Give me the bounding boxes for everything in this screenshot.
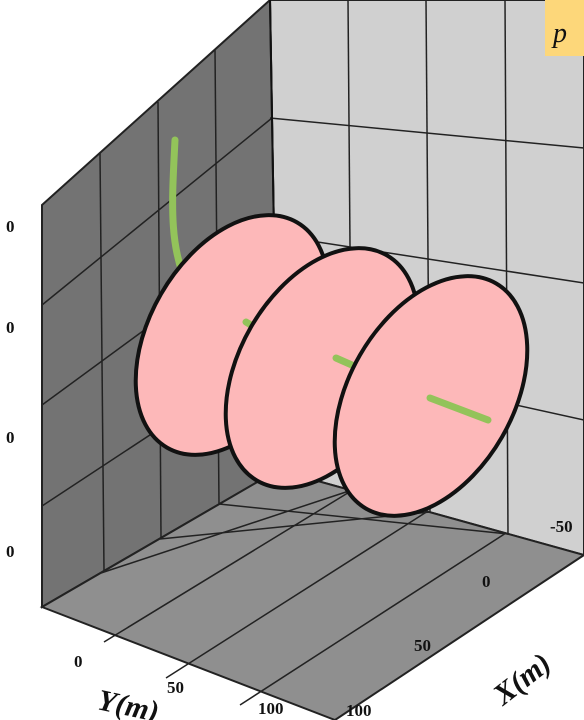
- x-tick: 0: [482, 572, 491, 591]
- x-tick: -50: [550, 517, 573, 536]
- z-tick: 0: [6, 428, 15, 447]
- z-tick: 0: [6, 318, 15, 337]
- x-axis-title: X(m): [486, 647, 557, 713]
- y-axis-title: Y(m): [95, 684, 162, 720]
- floor: [39, 468, 584, 720]
- y-tick: 100: [258, 699, 284, 718]
- track-segment-3: [426, 394, 492, 424]
- corner-label-box: [545, 0, 584, 56]
- corner-label: p: [551, 18, 567, 49]
- y-tick: 0: [74, 652, 83, 671]
- y-tick: 50: [167, 678, 184, 697]
- z-tick: 0: [6, 542, 15, 561]
- x-tick: 50: [414, 636, 431, 655]
- z-tick: 0: [6, 217, 15, 236]
- x-tick: 100: [346, 701, 372, 720]
